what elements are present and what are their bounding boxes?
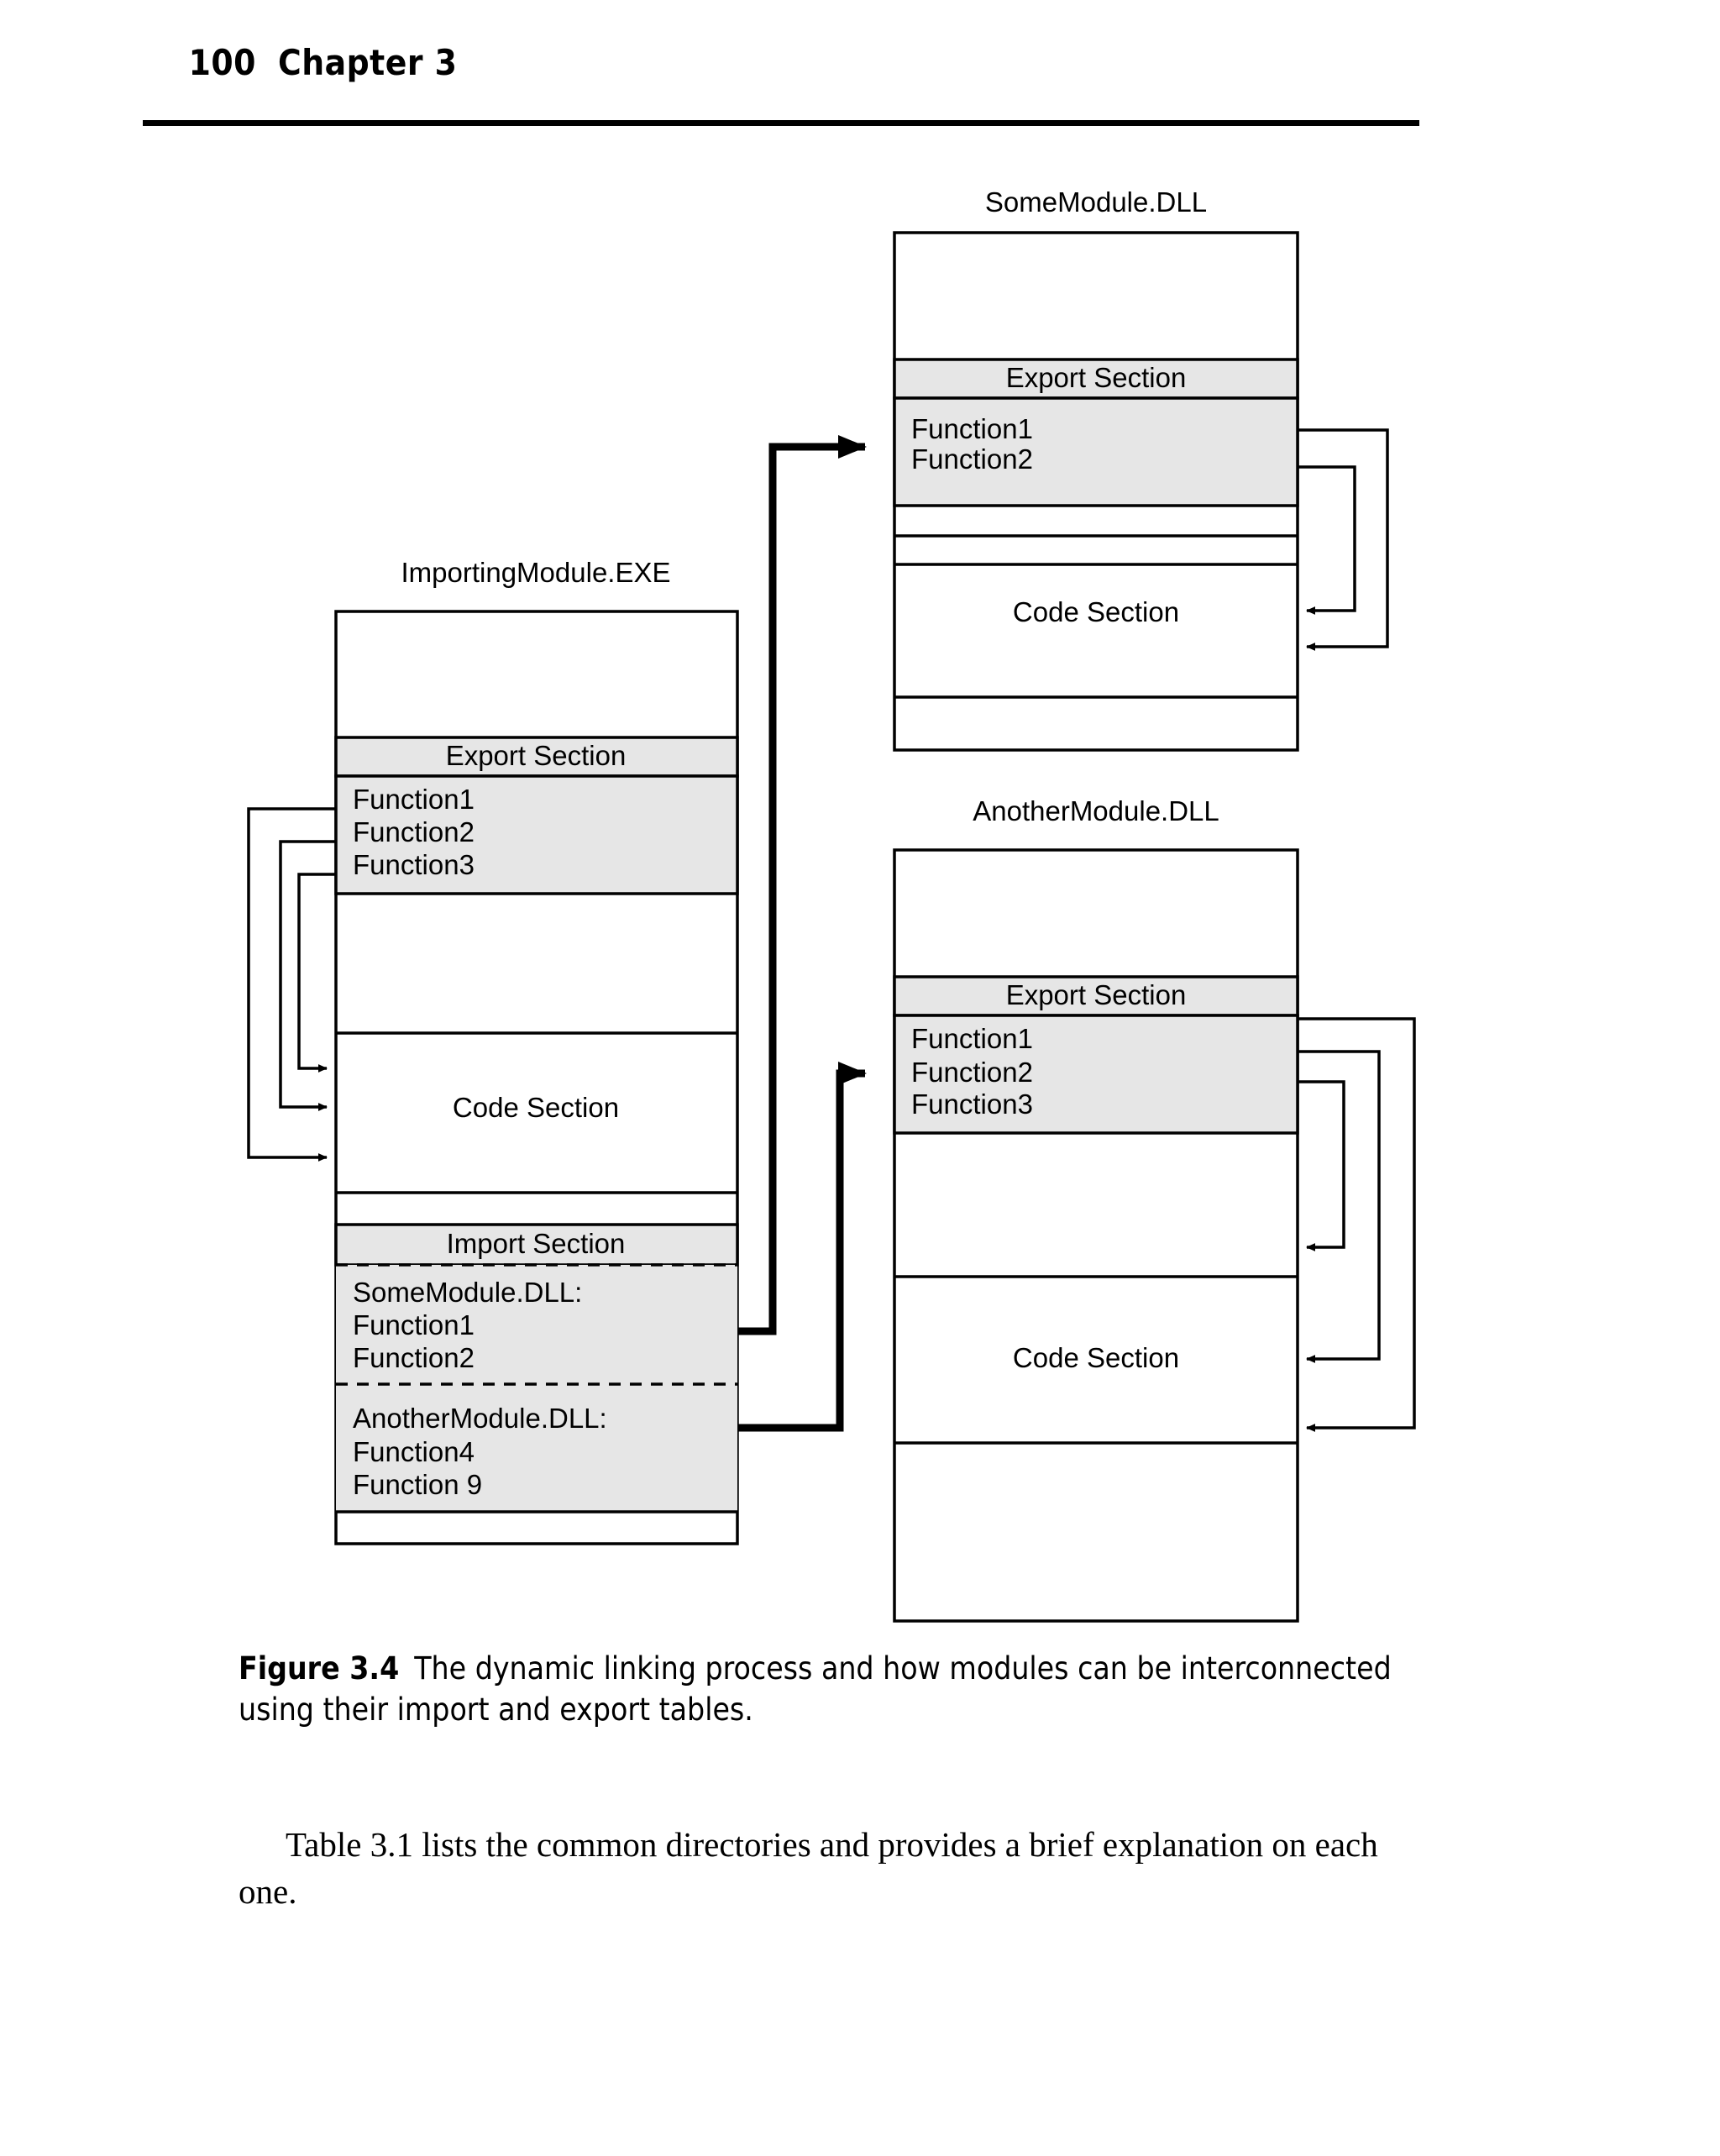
importing-module-code-label: Code Section <box>453 1092 619 1123</box>
another-module-export-list <box>893 1014 1299 1135</box>
another-module-loopback-arrow-2 <box>1298 1050 1381 1363</box>
another-module-export-header-label: Export Section <box>1006 979 1187 1010</box>
some-module-export-header-band <box>893 358 1299 400</box>
import-group-1-function-0: Function4 <box>353 1436 475 1467</box>
importing-module-loopback-arrow-2 <box>279 840 336 1111</box>
import-group-0-bg <box>336 1265 737 1384</box>
importing-module-import-header-band <box>334 1223 739 1267</box>
dynamic-linking-diagram: SomeModule.DLL Export Section Function1 … <box>247 186 1416 1623</box>
another-module-code-label: Code Section <box>1013 1342 1179 1373</box>
another-module-export-function-2: Function3 <box>911 1088 1033 1120</box>
import-group-0-function-0: Function1 <box>353 1309 475 1340</box>
module-title-another-module: AnotherModule.DLL <box>973 795 1219 826</box>
page-number: 100 <box>188 42 256 83</box>
module-title-importing-module: ImportingModule.EXE <box>401 557 671 588</box>
another-module-export-function-0: Function1 <box>911 1023 1033 1054</box>
importing-module-import-header-label: Import Section <box>447 1228 626 1259</box>
some-module-export-list <box>893 396 1299 507</box>
figure-number: Figure 3.4 <box>239 1650 400 1687</box>
importing-module-loopback-arrow-3 <box>297 873 336 1073</box>
importing-module-export-list <box>334 774 739 895</box>
some-module-loopback-arrow-1 <box>1298 465 1356 615</box>
connector-to-another-module <box>737 1062 867 1432</box>
page-header: 100 Chapter 3 <box>143 45 1419 126</box>
module-another-module-dll: AnotherModule.DLL Export Section Functio… <box>893 795 1416 1623</box>
some-module-code-label: Code Section <box>1013 596 1179 627</box>
some-module-loopback-arrow-2 <box>1298 428 1389 651</box>
another-module-loopback-arrow-1 <box>1298 1080 1345 1251</box>
figure-caption-text: The dynamic linking process and how modu… <box>239 1650 1392 1728</box>
import-group-1-bg <box>336 1384 737 1512</box>
figure-3-4: SomeModule.DLL Export Section Function1 … <box>247 186 1416 1623</box>
chapter-title: Chapter 3 <box>277 42 458 83</box>
running-head: 100 Chapter 3 <box>143 10 457 116</box>
import-group-1-function-1: Function 9 <box>353 1469 482 1500</box>
another-module-loopback-arrow-3 <box>1298 1017 1416 1432</box>
import-group-1-module: AnotherModule.DLL: <box>353 1403 607 1434</box>
importing-module-loopback-arrow-1 <box>247 807 336 1162</box>
connector-to-some-module <box>737 435 867 1335</box>
module-title-some-module: SomeModule.DLL <box>985 186 1207 218</box>
module-importing-module-exe: ImportingModule.EXE Export Section Funct… <box>247 557 739 1545</box>
another-module-frame <box>893 848 1299 1623</box>
header-rule <box>143 120 1419 126</box>
some-module-export-header-label: Export Section <box>1006 362 1187 393</box>
some-module-export-function-0: Function1 <box>911 413 1033 444</box>
importing-module-export-header-label: Export Section <box>446 740 627 771</box>
importing-module-export-function-1: Function2 <box>353 816 475 847</box>
import-group-0-module: SomeModule.DLL: <box>353 1277 582 1308</box>
importing-module-export-function-2: Function3 <box>353 849 475 880</box>
some-module-export-function-1: Function2 <box>911 443 1033 475</box>
another-module-export-function-1: Function2 <box>911 1057 1033 1088</box>
body-paragraph: Table 3.1 lists the common directories a… <box>239 1825 1378 1911</box>
import-group-0-function-1: Function2 <box>353 1342 475 1373</box>
module-some-module-dll: SomeModule.DLL Export Section Function1 … <box>893 186 1389 752</box>
importing-module-export-function-0: Function1 <box>353 784 475 815</box>
